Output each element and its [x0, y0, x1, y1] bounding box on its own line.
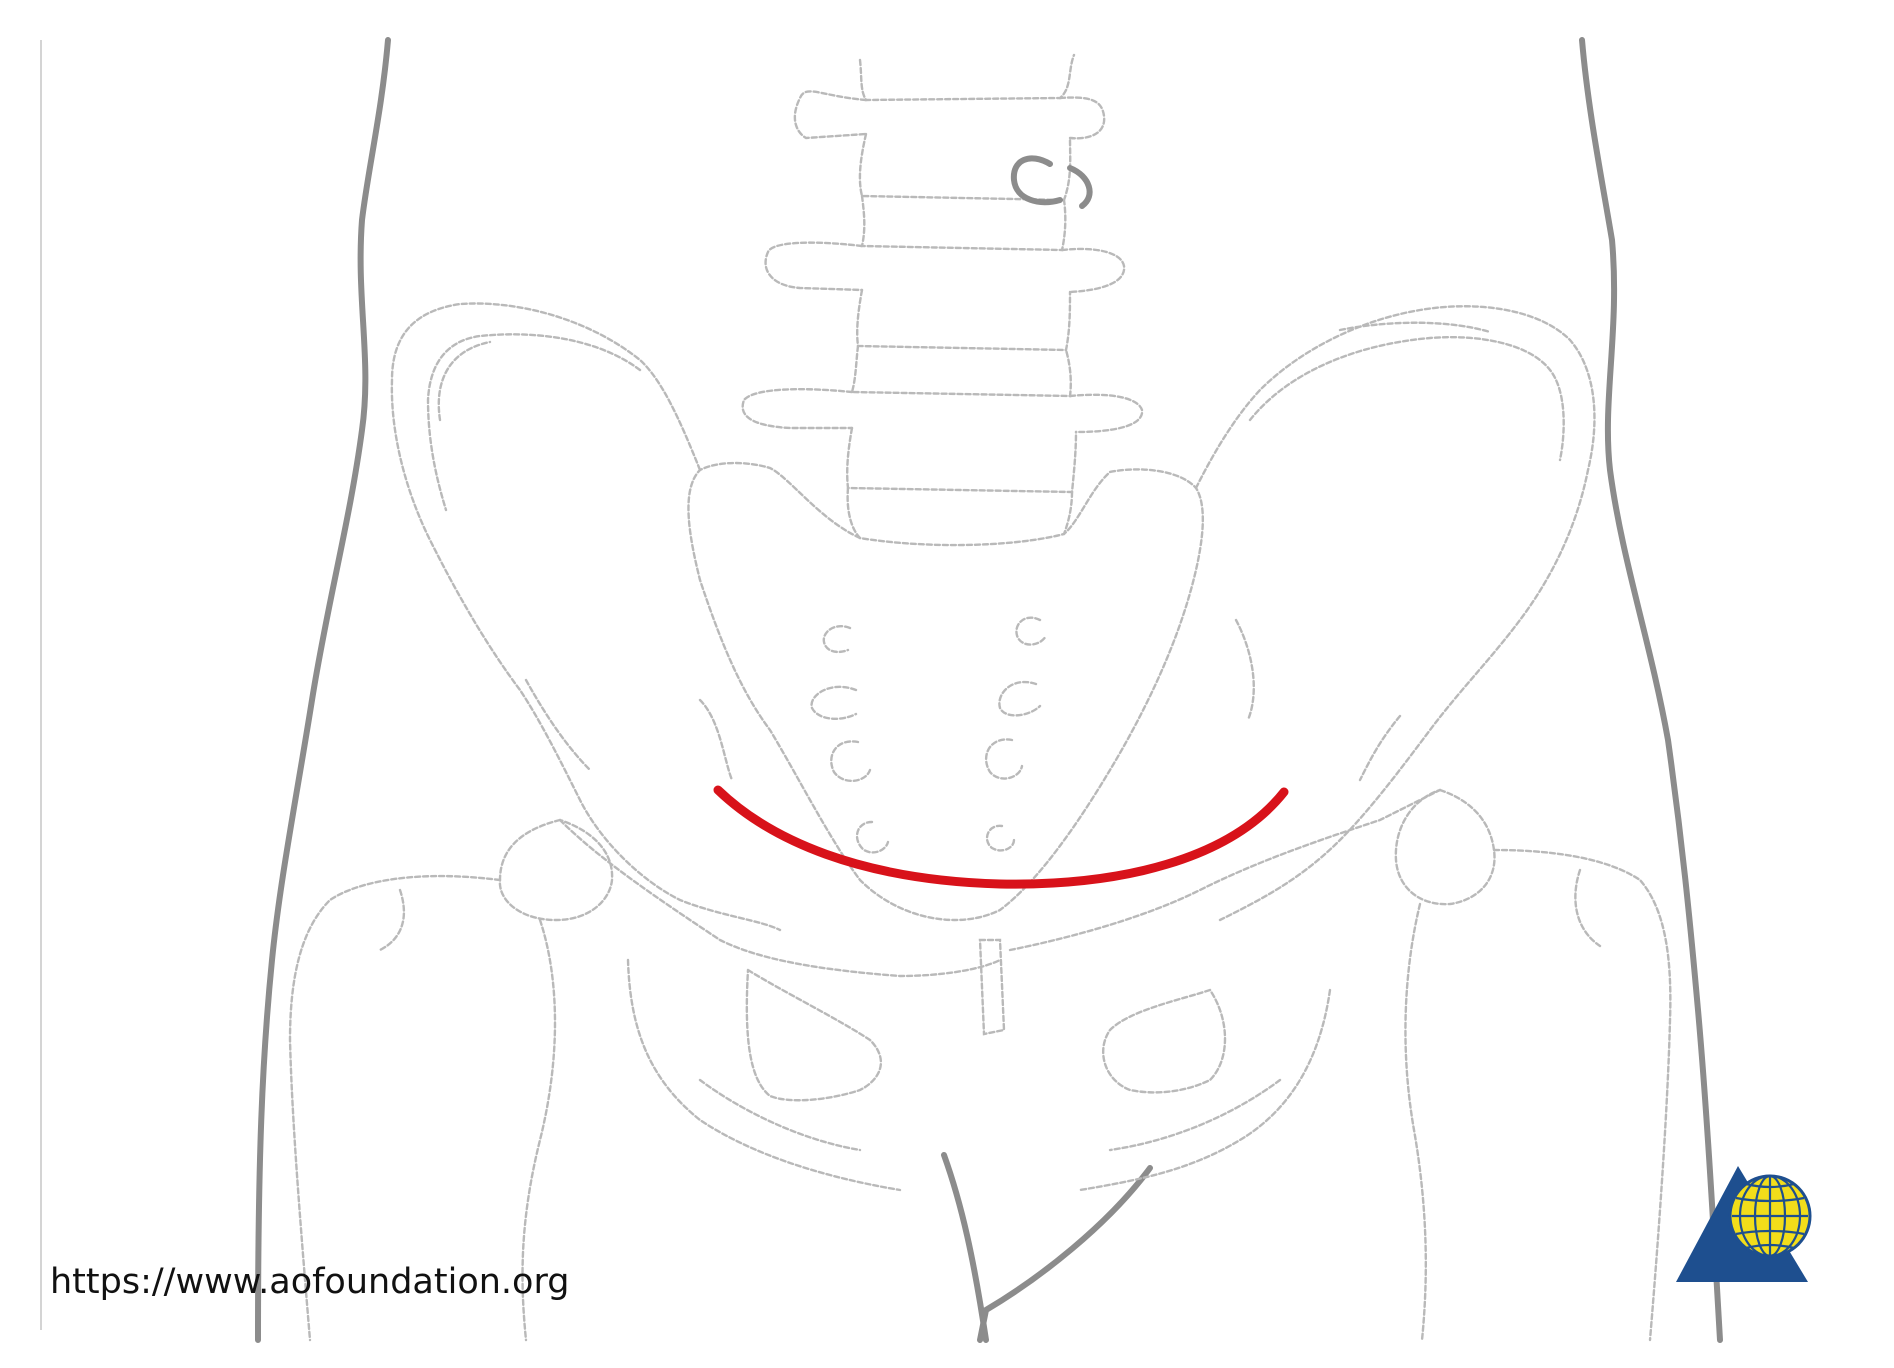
ao-foundation-logo: [1676, 1164, 1816, 1288]
incision-line: [718, 790, 1284, 884]
sacrum: [688, 463, 1202, 920]
circular-marker-icon: [1014, 158, 1090, 206]
leg-line-right: [980, 1168, 1150, 1340]
torso-outline-right: [1582, 40, 1720, 1340]
left-ilium: [392, 303, 780, 930]
torso-outline-left: [258, 40, 388, 1340]
right-femur: [1396, 790, 1671, 1340]
lumbar-spine: [743, 55, 1142, 545]
source-url: https://www.aofoundation.org: [50, 1262, 569, 1302]
leg-line-left: [944, 1155, 986, 1340]
right-ilium: [1196, 306, 1594, 920]
